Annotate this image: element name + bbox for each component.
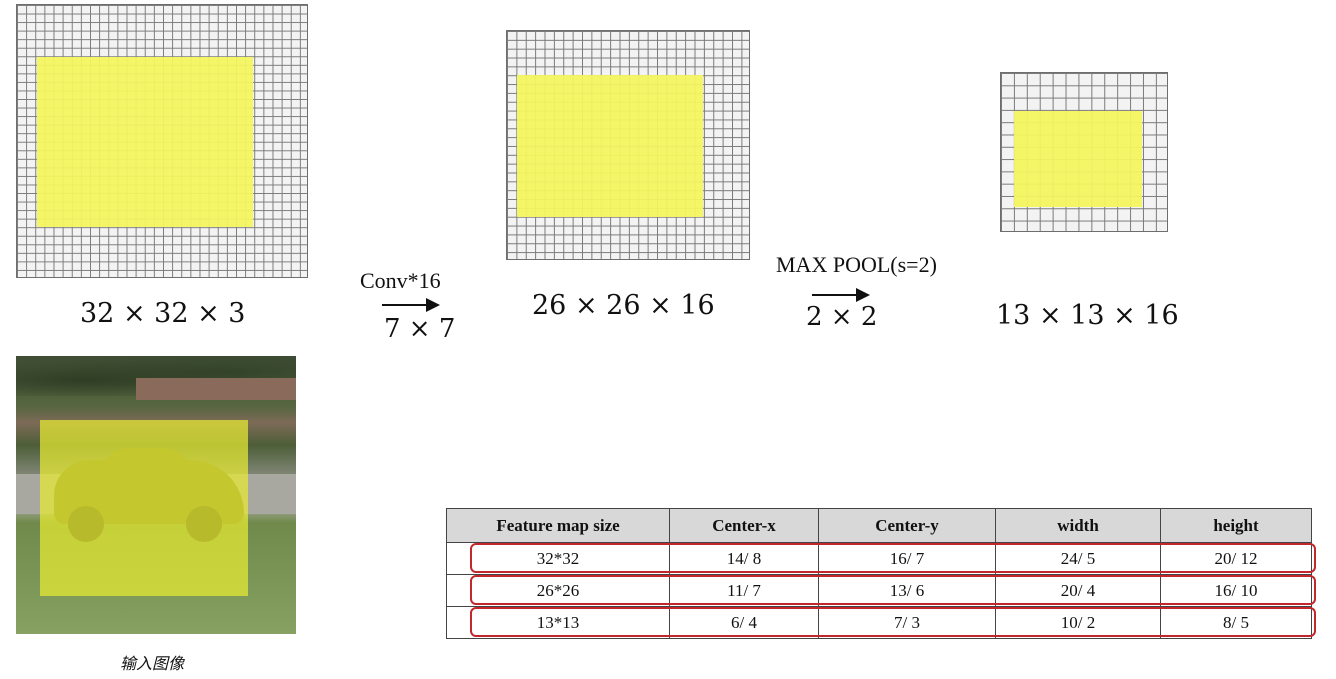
conv-kernel-size: 7 × 7 [384,314,456,344]
table-cell: 16/ 10 [1160,574,1312,607]
feature-map-13 [1000,72,1168,232]
pool-op-label: MAX POOL(s=2) [776,252,937,277]
table-cell: 11/ 7 [669,574,819,607]
table-cell: 16/ 7 [818,542,996,575]
table-cell: 32*32 [446,542,670,575]
conv-op-label: Conv*16 [360,268,441,293]
table-cell: 7/ 3 [818,606,996,639]
photo-fence [136,378,296,400]
table-cell: 24/ 5 [995,542,1161,575]
conv-arrow-icon [382,298,440,312]
col-header: Feature map size [446,508,670,543]
input-image-caption: 输入图像 [120,654,185,673]
table-cell: 6/ 4 [669,606,819,639]
object-region-13 [1014,111,1142,207]
stage-1-dimension: 32 × 32 × 3 [80,298,246,329]
table-cell: 26*26 [446,574,670,607]
table-cell: 10/ 2 [995,606,1161,639]
stage-2-dimension: 26 × 26 × 16 [532,290,715,321]
col-header: Center-y [818,508,996,543]
pool-kernel-size: 2 × 2 [806,302,878,332]
table-cell: 8/ 5 [1160,606,1312,639]
table-cell: 13/ 6 [818,574,996,607]
bbox-table: Feature map size Center-x Center-y width… [446,508,1312,639]
table-cell: 20/ 4 [995,574,1161,607]
feature-map-32 [16,4,308,278]
object-region-26 [517,75,703,217]
feature-map-26 [506,30,750,260]
pool-arrow-icon [812,288,870,302]
col-header: Center-x [669,508,819,543]
table-row: 32*32 14/ 8 16/ 7 24/ 5 20/ 12 [446,542,1312,575]
col-header: height [1160,508,1312,543]
table-cell: 20/ 12 [1160,542,1312,575]
stage-3-dimension: 13 × 13 × 16 [996,300,1179,331]
table-cell: 13*13 [446,606,670,639]
bounding-box-overlay [40,420,248,596]
col-header: width [995,508,1161,543]
object-region-32 [37,57,253,227]
input-image [16,356,296,634]
table-row: 26*26 11/ 7 13/ 6 20/ 4 16/ 10 [446,574,1312,607]
table-row: 13*13 6/ 4 7/ 3 10/ 2 8/ 5 [446,606,1312,639]
table-cell: 14/ 8 [669,542,819,575]
